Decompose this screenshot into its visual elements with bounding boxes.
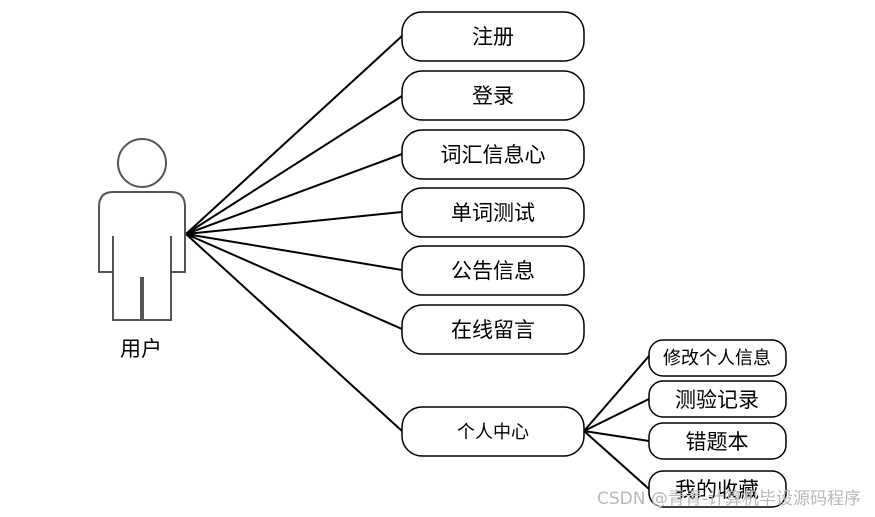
association-edit-personal-info	[583, 355, 650, 432]
use-case-shape	[401, 70, 585, 121]
use-case-notice-info: 公告信息	[401, 245, 585, 296]
association-word-test	[185, 211, 403, 235]
association-login	[185, 95, 403, 235]
use-case-shape	[401, 245, 585, 296]
use-case-label: 个人中心	[457, 422, 529, 443]
use-case-word-test: 单词测试	[401, 187, 585, 238]
actor-body	[98, 191, 186, 321]
association-notice-info	[185, 233, 403, 271]
use-case-test-records: 测验记录	[648, 380, 787, 418]
actor-head	[117, 138, 167, 188]
association-online-message	[185, 233, 403, 330]
sub-use-case-shape	[648, 339, 787, 377]
actor-associations	[185, 35, 403, 432]
use-case-label: 单词测试	[451, 201, 535, 225]
use-case-label: 登录	[472, 84, 514, 108]
sub-use-case-label: 修改个人信息	[663, 348, 771, 369]
use-case-shape	[401, 304, 585, 355]
association-personal-center	[185, 233, 403, 432]
association-register	[185, 35, 403, 235]
use-case-label: 在线留言	[451, 318, 535, 342]
use-case-vocab-info: 词汇信息心	[401, 129, 585, 180]
use-case-label: 注册	[472, 25, 514, 49]
use-case-label: 公告信息	[451, 259, 535, 283]
sub-associations	[583, 355, 650, 490]
sub-use-case-label: 错题本	[686, 430, 749, 454]
use-case-personal-center: 个人中心	[401, 406, 585, 457]
association-vocab-info	[185, 153, 403, 235]
watermark: CSDN @青青-计算机毕设源码程序	[596, 489, 861, 509]
sub-use-case-shape	[648, 380, 787, 418]
use-case-label: 词汇信息心	[441, 143, 546, 167]
sub-use-case-shape	[648, 470, 787, 508]
association-test-records	[583, 398, 650, 432]
association-my-favorites	[583, 430, 650, 490]
use-case-shape	[401, 187, 585, 238]
use-case-edit-personal-info: 修改个人信息	[648, 339, 787, 377]
use-case-login: 登录	[401, 70, 585, 121]
association-wrong-questions	[583, 430, 650, 442]
use-case-register: 注册	[401, 11, 585, 62]
use-case-wrong-questions: 错题本	[648, 422, 787, 460]
use-case-my-favorites: 我的收藏	[648, 470, 787, 508]
actor-figure	[98, 138, 186, 321]
actor-label: 用户	[120, 337, 162, 361]
use-case-online-message: 在线留言	[401, 304, 585, 355]
use-case-shape	[401, 406, 585, 457]
sub-use-case-label: 测验记录	[675, 388, 759, 412]
sub-use-case-shape	[648, 422, 787, 460]
use-case-shape	[401, 11, 585, 62]
sub-use-case-label: 我的收藏	[675, 478, 759, 502]
use-case-shape	[401, 129, 585, 180]
